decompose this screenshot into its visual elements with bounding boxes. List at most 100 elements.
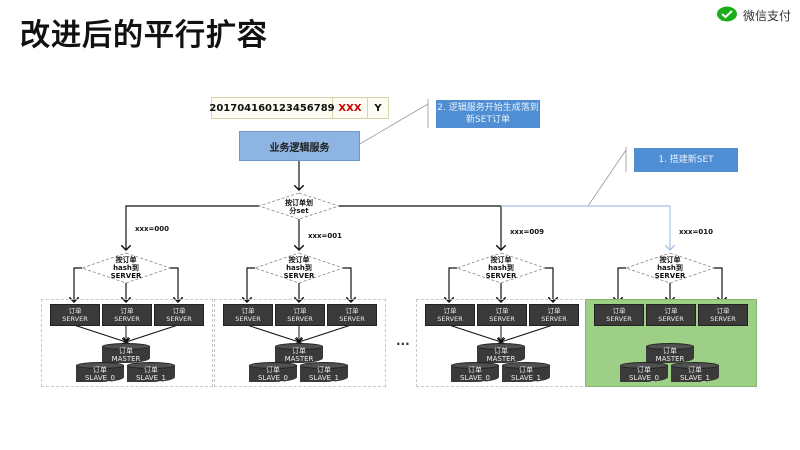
hash-label-line: 按订单 (490, 256, 512, 264)
set-0-lines (74, 252, 178, 302)
set-cluster (214, 299, 386, 387)
logic-service-box: 业务逻辑服务 (239, 131, 360, 161)
arrow-to-server-0 (74, 267, 82, 302)
hash-label-line: 按订单 (659, 256, 681, 264)
server-label: 订单 (612, 307, 626, 315)
db-label: 订单 (636, 366, 651, 374)
hash-label-line: hash到 (488, 264, 514, 272)
hash-label-line: SERVER (110, 272, 142, 280)
server-label: SERVER (339, 315, 365, 323)
arrow-to-server-0 (247, 267, 255, 302)
branch-set-000 (126, 205, 259, 250)
db-label: MASTER (486, 355, 516, 363)
server-to-master-arrow (299, 324, 352, 342)
arrow-to-server-2 (545, 267, 553, 302)
order-id-number: 201704160123456789 (209, 98, 335, 118)
db-label: MASTER (284, 355, 314, 363)
server-label: SERVER (235, 315, 261, 323)
db-label: SLAVE_0 (84, 374, 115, 382)
arrow-to-server-0 (618, 267, 626, 302)
server-label: SERVER (606, 315, 632, 323)
router-label-line2: 分set (289, 207, 309, 215)
server-to-master-arrow (246, 324, 299, 342)
more-sets-ellipsis: ... (396, 334, 410, 348)
server-label: SERVER (287, 315, 313, 323)
db-label: 订单 (143, 366, 158, 374)
server-label: 订单 (547, 307, 561, 315)
brand-label: 微信支付 (743, 8, 792, 23)
db-label: 订单 (518, 366, 533, 374)
db-label: SLAVE_1 (510, 374, 541, 382)
router-diamond (257, 192, 341, 220)
set-edge-label: xxx=010 (679, 228, 714, 236)
hash-label-line: SERVER (654, 272, 686, 280)
router-label-line1: 按订单划 (285, 199, 313, 207)
server-label: 订单 (345, 307, 359, 315)
order-id-suffix: Y (374, 102, 382, 114)
db-label: 订单 (92, 366, 107, 374)
server-label: 订单 (495, 307, 509, 315)
set-edge-label: xxx=009 (510, 228, 545, 236)
db-label: SLAVE_0 (257, 374, 288, 382)
router-label: 按订单划 分set (274, 199, 324, 215)
db-label: 订单 (292, 347, 306, 355)
server-label: 订单 (293, 307, 307, 315)
server-label: SERVER (541, 315, 567, 323)
server-label: SERVER (166, 315, 192, 323)
set-3-lines (618, 252, 722, 302)
server-label: 订单 (241, 307, 255, 315)
arrow-to-server-2 (170, 267, 178, 302)
hash-label-line: SERVER (283, 272, 315, 280)
server-to-master-arrow (73, 324, 126, 342)
hash-label-line: hash到 (286, 264, 312, 272)
server-label: 订单 (664, 307, 678, 315)
branch-set-009 (339, 205, 501, 250)
server-label: 订单 (172, 307, 186, 315)
order-id-format: 201704160123456789 XXX Y (209, 97, 389, 119)
server-label: SERVER (437, 315, 463, 323)
hash-label-line: 按订单 (115, 256, 137, 264)
db-label: SLAVE_0 (628, 374, 659, 382)
callout2-leader (357, 103, 429, 146)
order-id-set-code: XXX (333, 98, 368, 118)
db-label: 订单 (494, 347, 508, 355)
db-label: SLAVE_1 (135, 374, 166, 382)
server-label: SERVER (62, 315, 88, 323)
db-label: SLAVE_0 (459, 374, 490, 382)
callout-step-1: 1. 搭建新SET (634, 148, 738, 172)
page-title: 改进后的平行扩容 (20, 18, 268, 53)
callout1-leader (587, 149, 627, 207)
arrow-to-server-2 (343, 267, 351, 302)
set-2-lines (449, 252, 553, 302)
db-label: SLAVE_1 (308, 374, 339, 382)
server-label: 订单 (120, 307, 134, 315)
hash-label-line: SERVER (485, 272, 517, 280)
server-to-master-arrow (126, 324, 179, 342)
server-label: 订单 (68, 307, 82, 315)
hash-label-line: hash到 (657, 264, 683, 272)
arrow-to-server-0 (449, 267, 457, 302)
set-edge-label: xxx=000 (135, 225, 170, 233)
brand-logo: 微信支付 (716, 6, 791, 24)
set-1-lines (247, 252, 351, 302)
